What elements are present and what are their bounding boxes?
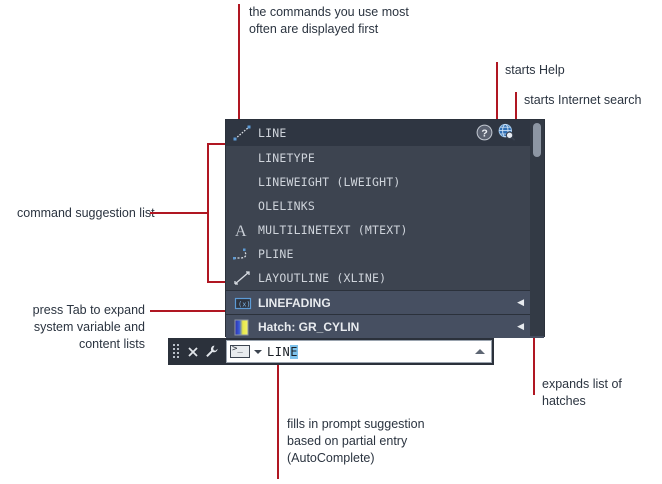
svg-text:(x): (x)	[238, 300, 251, 308]
console-prompt-icon	[230, 344, 250, 358]
annotation-expands-hatches: expands list of hatches	[542, 377, 622, 408]
leader-internet-search-vertical	[515, 92, 517, 126]
suggestion-label: LAYOUTLINE (XLINE)	[258, 271, 387, 285]
annotation-help: starts Help	[505, 63, 565, 77]
annotation-command-list: command suggestion list	[17, 206, 155, 220]
leader-command-list-horizontal	[150, 212, 208, 214]
autocompleted-text: E	[290, 344, 298, 359]
close-icon[interactable]	[184, 342, 202, 362]
annotation-tab-expand: press Tab to expand system variable and …	[32, 303, 145, 351]
command-line-bar[interactable]: LINE	[168, 338, 494, 365]
suggestion-label: LINE	[258, 126, 287, 140]
suggestion-row-olelinks[interactable]: OLELINKS	[226, 194, 544, 218]
leader-command-list-bottom-tick	[207, 281, 227, 283]
suggestion-row-layoutline[interactable]: LAYOUTLINE (XLINE)	[226, 266, 544, 290]
suggestion-label: LINEFADING	[258, 295, 331, 310]
scrollbar-thumb[interactable]	[533, 123, 541, 157]
expand-arrow-icon[interactable]: ◀	[517, 321, 524, 331]
panel-scrollbar[interactable]	[530, 120, 544, 336]
line-icon	[232, 123, 254, 143]
suggestion-label: PLINE	[258, 247, 294, 261]
suggestion-row-pline[interactable]: PLINE	[226, 242, 544, 266]
suggestion-row-multilinetext[interactable]: A MULTILINETEXT (MTEXT)	[226, 218, 544, 242]
annotation-autocomplete: fills in prompt suggestion based on part…	[287, 417, 425, 465]
blank-icon	[232, 148, 254, 168]
suggestion-label: OLELINKS	[258, 199, 315, 213]
suggestion-label: MULTILINETEXT (MTEXT)	[258, 223, 408, 237]
help-icon[interactable]: ?	[476, 124, 493, 141]
panel-tool-buttons[interactable]: ?	[476, 123, 516, 141]
leader-command-list-bracket	[207, 143, 209, 283]
blank-icon	[232, 196, 254, 216]
suggestion-row-linefading[interactable]: (x) LINEFADING ◀	[226, 290, 544, 314]
annotation-top-commands: the commands you use most often are disp…	[249, 5, 409, 36]
customize-wrench-icon[interactable]	[202, 342, 220, 362]
leader-help-vertical	[496, 62, 498, 126]
suggestion-row-linetype[interactable]: LINETYPE	[226, 146, 544, 170]
svg-text:A: A	[235, 223, 247, 240]
expand-arrow-icon[interactable]: ◀	[517, 297, 524, 307]
suggestion-row-hatch[interactable]: Hatch: GR_CYLIN ◀	[226, 314, 544, 338]
grip-handle[interactable]	[173, 344, 182, 359]
pline-icon	[232, 244, 254, 264]
leader-command-list-top-tick	[207, 143, 227, 145]
xline-icon	[232, 268, 254, 288]
system-variable-icon: (x)	[232, 293, 254, 313]
blank-icon	[232, 172, 254, 192]
annotation-internet-search: starts Internet search	[524, 93, 642, 107]
mtext-icon: A	[232, 220, 254, 240]
svg-text:?: ?	[481, 127, 487, 139]
typed-text: LIN	[267, 344, 291, 359]
suggestion-label: LINETYPE	[258, 151, 315, 165]
leader-expands-hatches-vertical	[533, 335, 535, 395]
hatch-icon	[232, 317, 254, 337]
suggestion-row-lineweight[interactable]: LINEWEIGHT (LWEIGHT)	[226, 170, 544, 194]
command-suggestion-panel[interactable]: LINE LINETYPE LINEWEIGHT (LWEIGHT) OLELI…	[226, 120, 544, 338]
command-input[interactable]: LINE	[226, 340, 492, 363]
leader-top-commands-vertical	[238, 4, 240, 122]
expand-history-icon[interactable]	[475, 349, 485, 354]
suggestion-label: Hatch: GR_CYLIN	[258, 319, 360, 334]
internet-search-icon[interactable]	[497, 123, 516, 141]
command-input-text: LINE	[267, 344, 298, 359]
leader-tab-expand-horizontal	[150, 310, 228, 312]
chevron-down-icon[interactable]	[254, 349, 262, 354]
suggestion-label: LINEWEIGHT (LWEIGHT)	[258, 175, 401, 189]
leader-autocomplete-vertical	[277, 365, 279, 479]
